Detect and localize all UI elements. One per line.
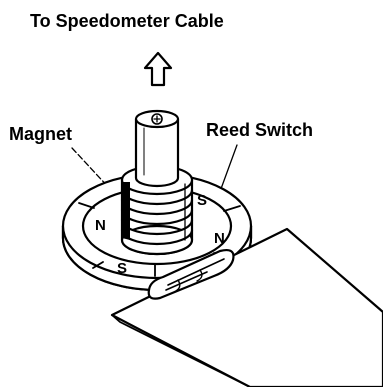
pole-s-lower: S	[117, 260, 127, 277]
pole-s-upper: S	[197, 192, 207, 209]
drive-shaft	[134, 109, 180, 188]
pole-n-left: N	[95, 217, 106, 234]
magnet-label: Magnet	[9, 124, 72, 144]
reed-switch-capsule	[147, 248, 235, 300]
pole-n-right: N	[214, 230, 225, 247]
reed-switch-label: Reed Switch	[206, 120, 313, 140]
speedometer-cable-caption: To Speedometer Cable	[30, 11, 224, 31]
up-arrow-outline-icon	[143, 51, 173, 87]
